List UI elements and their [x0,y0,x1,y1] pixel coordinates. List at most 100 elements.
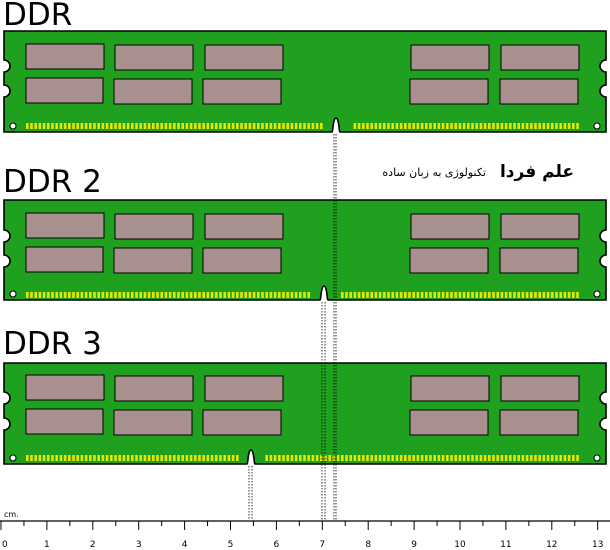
contact-pin [68,123,71,129]
contact-pin [76,123,79,129]
contact-pin [42,123,46,129]
contact-pin [26,123,29,129]
contact-pin [147,292,151,298]
contact-pin [383,123,386,129]
contact-pin [374,292,378,298]
contact-pin [84,292,88,298]
contact-pin [126,123,130,129]
contact-pin [475,123,478,129]
contact-pin [252,292,256,298]
ruler-tick-label: 9 [411,540,417,550]
contact-pin [353,455,357,461]
contact-pin [80,455,84,461]
contact-pin [341,455,344,461]
contact-pin [227,123,231,129]
contact-pin [366,123,369,129]
contact-pin [408,455,411,461]
contact-pin [97,292,100,298]
ddr2-contacts [26,292,579,298]
contact-pin [76,292,79,298]
contact-pin [185,123,189,129]
contact-pin [114,455,117,461]
contact-pin [105,123,109,129]
contact-pin [555,292,558,298]
contact-pin [206,292,210,298]
contact-pin [320,123,323,129]
contact-pin [194,123,197,129]
contact-pin [131,455,134,461]
contact-pin [412,123,415,129]
memory-chip [204,213,284,240]
contact-pin [559,292,562,298]
contact-pin [391,292,394,298]
ruler-tick-label: 4 [182,540,188,550]
memory-chip [410,213,490,240]
contact-pin [441,292,445,298]
contact-pin [395,123,399,129]
contact-pin [450,123,453,129]
contact-pin [412,455,415,461]
contact-pin [147,123,151,129]
contact-pin [504,455,508,461]
contact-pin [47,455,50,461]
contact-pin [63,123,67,129]
contact-pin [299,292,302,298]
contact-pin [248,123,252,129]
contact-pin [483,123,487,129]
ruler-tick-label: 1 [44,540,50,550]
contact-pin [30,455,33,461]
memory-chip [25,212,105,239]
contact-pin [173,123,176,129]
contact-pin [286,123,289,129]
ddr3-chips-right [409,375,580,436]
contact-pin [286,292,289,298]
contact-pin [282,455,285,461]
contact-pin [30,123,33,129]
contact-pin [479,455,483,461]
contact-pin [290,455,294,461]
contact-pin [437,292,441,298]
contact-pin [387,123,390,129]
contact-pin [160,292,163,298]
contact-pin [567,455,571,461]
contact-pin [454,292,457,298]
contact-pin [202,292,205,298]
memory-chip [204,44,284,71]
contact-pin [454,455,457,461]
contact-pin [399,292,403,298]
contact-pin [492,123,495,129]
ddr-chips-left [25,43,284,105]
contact-pin [290,123,294,129]
contact-pin [210,292,214,298]
contact-pin [525,123,529,129]
contact-pin [164,123,168,129]
contact-pin [139,455,142,461]
contact-pin [265,455,268,461]
contact-pin [576,292,579,298]
contact-pin [559,455,562,461]
contact-pin [143,455,147,461]
contact-pin [395,455,399,461]
ddr2-module: DDR 2 [3,164,607,301]
contact-pin [59,455,63,461]
contact-pin [55,455,58,461]
ruler-tick-label: 8 [365,540,371,550]
contact-pin [101,455,105,461]
contact-pin [215,455,218,461]
contact-pin [206,123,210,129]
contact-pin [546,123,550,129]
contact-pin [408,123,411,129]
contact-pin [391,455,394,461]
contact-pin [223,292,226,298]
watermark-brand: علم فردا [500,162,574,182]
contact-pin [521,455,525,461]
contact-pin [244,292,247,298]
contact-pin [517,123,520,129]
contact-pin [425,455,428,461]
contact-pin [47,123,50,129]
mounting-hole [9,290,17,298]
contact-pin [34,123,37,129]
contact-pin [177,123,180,129]
contact-pin [231,292,235,298]
contact-pin [177,292,180,298]
